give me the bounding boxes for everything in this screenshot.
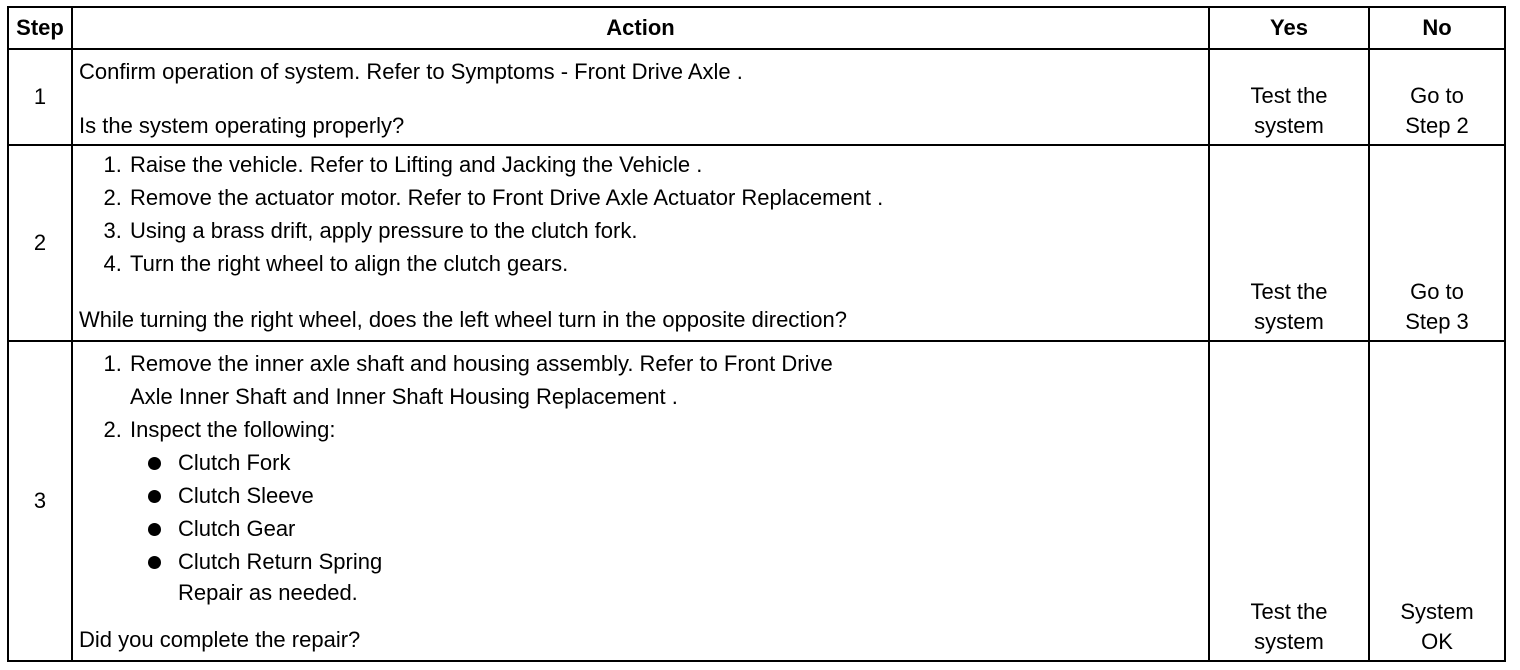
no-line-2: Step 3 (1405, 309, 1469, 334)
header-action: Action (71, 6, 1210, 50)
no-line-2: Step 2 (1405, 113, 1469, 138)
step-number: 3 (7, 340, 73, 662)
list-item: Inspect the following: Clutch Fork Clutc… (128, 413, 1200, 608)
bullet-item: Clutch Fork (148, 446, 1200, 479)
bullet-item: Clutch Gear (148, 512, 1200, 545)
action-question: While turning the right wheel, does the … (79, 307, 848, 332)
bullet-item: Clutch Return Spring (148, 545, 1200, 578)
table-row-step-3: 3 Remove the inner axle shaft and housin… (7, 340, 1506, 662)
yes-cell: Test the system (1208, 48, 1370, 146)
no-cell: System OK (1368, 340, 1506, 662)
yes-line-2: system (1254, 113, 1324, 138)
no-line-1: System (1400, 599, 1474, 624)
yes-line-2: system (1254, 309, 1324, 334)
no-line-1: Go to (1410, 83, 1464, 108)
no-cell: Go to Step 3 (1368, 144, 1506, 342)
header-step: Step (7, 6, 73, 50)
action-steps-list: Raise the vehicle. Refer to Lifting and … (79, 148, 1200, 280)
no-line-2: OK (1421, 629, 1453, 654)
list-item: Remove the actuator motor. Refer to Fron… (128, 181, 1200, 214)
action-steps-list: Remove the inner axle shaft and housing … (79, 347, 1200, 608)
yes-line-1: Test the (1250, 83, 1328, 108)
step-number: 1 (7, 48, 73, 146)
header-no: No (1368, 6, 1506, 50)
action-cell: Confirm operation of system. Refer to Sy… (71, 48, 1210, 146)
list-item: Raise the vehicle. Refer to Lifting and … (128, 148, 1200, 181)
action-intro: Confirm operation of system. Refer to Sy… (79, 59, 743, 84)
table-row-step-1: 1 Confirm operation of system. Refer to … (7, 48, 1506, 146)
list-item-text: Inspect the following: (130, 417, 336, 442)
inspection-list: Clutch Fork Clutch Sleeve Clutch Gear Cl… (130, 446, 1200, 578)
no-cell: Go to Step 2 (1368, 48, 1506, 146)
no-line-1: Go to (1410, 279, 1464, 304)
list-item: Using a brass drift, apply pressure to t… (128, 214, 1200, 247)
yes-cell: Test the system (1208, 144, 1370, 342)
repair-note: Repair as needed. (178, 580, 358, 605)
table-row-step-2: 2 Raise the vehicle. Refer to Lifting an… (7, 144, 1506, 342)
list-item: Turn the right wheel to align the clutch… (128, 247, 1200, 280)
list-item: Remove the inner axle shaft and housing … (128, 347, 1200, 413)
diagnostic-table: Step Action Yes No 1 Confirm operation o… (7, 6, 1506, 662)
yes-line-2: system (1254, 629, 1324, 654)
action-question: Is the system operating properly? (79, 113, 405, 138)
step-number: 2 (7, 144, 73, 342)
action-cell: Raise the vehicle. Refer to Lifting and … (71, 144, 1210, 342)
bullet-item: Clutch Sleeve (148, 479, 1200, 512)
yes-cell: Test the system (1208, 340, 1370, 662)
action-question: Did you complete the repair? (79, 627, 361, 652)
header-yes: Yes (1208, 6, 1370, 50)
header-row: Step Action Yes No (7, 6, 1506, 50)
yes-line-1: Test the (1250, 279, 1328, 304)
yes-line-1: Test the (1250, 599, 1328, 624)
action-cell: Remove the inner axle shaft and housing … (71, 340, 1210, 662)
